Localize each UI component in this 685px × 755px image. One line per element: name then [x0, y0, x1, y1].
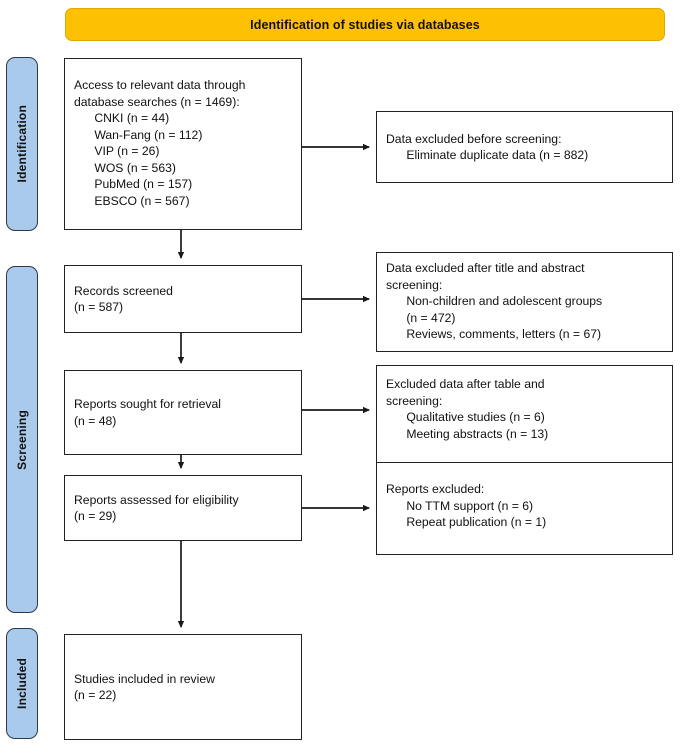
banner-identification-via-databases: Identification of studies via databases	[65, 8, 665, 41]
stage-tab-included: Included	[6, 628, 38, 739]
node-reports-excluded-text: Reports excluded: No TTM support (n = 6)…	[386, 482, 547, 529]
node-records-identified-text: Access to relevant data through database…	[74, 78, 246, 208]
stage-tab-screening-label: Screening	[15, 409, 29, 470]
node-reports-sought-for-retrieval: Reports sought for retrieval (n = 48)	[64, 370, 302, 455]
stage-tab-identification-label: Identification	[15, 105, 29, 183]
node-records-removed-before-screening: Data excluded before screening: Eliminat…	[376, 111, 673, 183]
node-records-identified: Access to relevant data through database…	[64, 58, 302, 230]
stage-tab-included-label: Included	[15, 658, 29, 709]
node-reports-sought-for-retrieval-text: Reports sought for retrieval (n = 48)	[74, 397, 221, 428]
node-reports-assessed-for-eligibility-text: Reports assessed for eligibility (n = 29…	[74, 492, 239, 524]
node-records-screened-text: Records screened (n = 587)	[74, 283, 173, 315]
stage-tab-identification: Identification	[6, 57, 38, 231]
node-studies-included-in-review-text: Studies included in review (n = 22)	[74, 671, 215, 703]
node-records-screened: Records screened (n = 587)	[64, 265, 302, 333]
node-studies-included-in-review: Studies included in review (n = 22)	[64, 634, 302, 740]
node-records-excluded: Data excluded after title and abstract s…	[376, 252, 673, 352]
stage-tab-screening: Screening	[6, 266, 38, 613]
node-records-excluded-text: Data excluded after title and abstract s…	[386, 261, 603, 341]
node-reports-excluded: Reports excluded: No TTM support (n = 6)…	[376, 462, 673, 555]
banner-title: Identification of studies via databases	[250, 17, 480, 32]
node-reports-not-retrieved-text: Excluded data after table and screening:…	[386, 377, 549, 441]
node-records-removed-before-screening-text: Data excluded before screening: Eliminat…	[386, 131, 589, 163]
node-reports-assessed-for-eligibility: Reports assessed for eligibility (n = 29…	[64, 475, 302, 541]
node-reports-not-retrieved: Excluded data after table and screening:…	[376, 365, 673, 466]
